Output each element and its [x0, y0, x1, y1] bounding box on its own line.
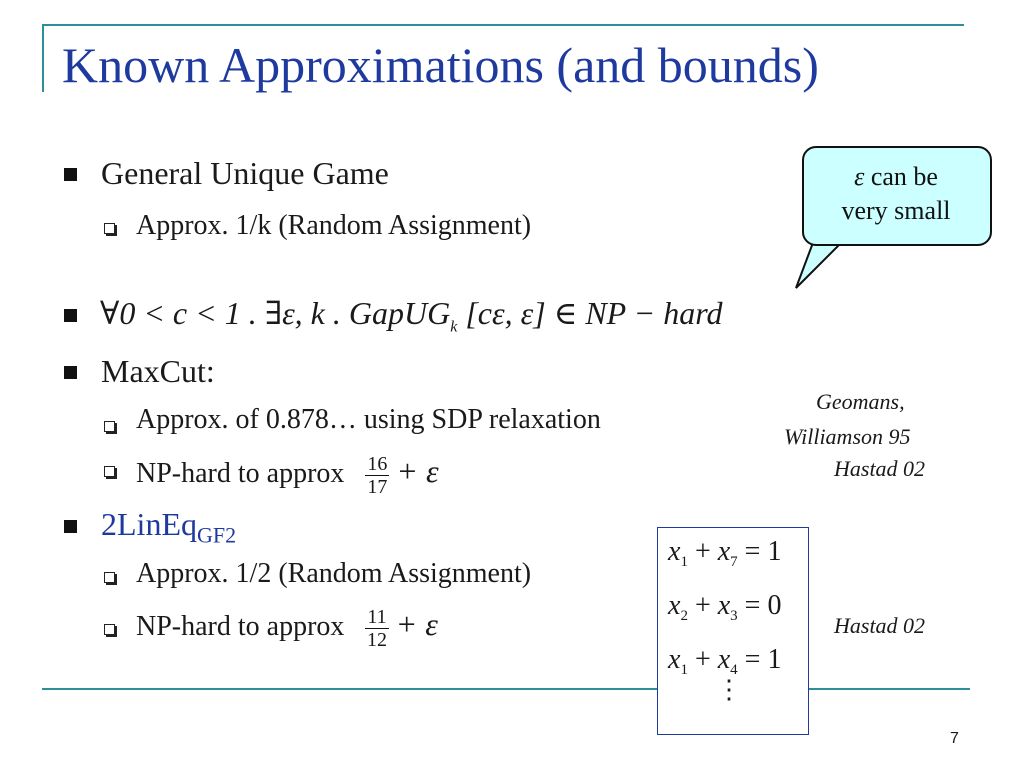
- fraction-11-12: 11 12: [365, 606, 389, 651]
- fraction-denominator: 12: [367, 629, 388, 651]
- callout-bubble: [802, 146, 992, 246]
- fraction-denominator: 17: [367, 476, 388, 498]
- fraction-16-17: 16 17: [365, 453, 390, 498]
- left-rule: [42, 24, 44, 92]
- sub-bullet-lineq-approx: Approx. 1/2 (Random Assignment): [136, 558, 532, 589]
- lineq-hard-text: NP-hard to approx: [136, 610, 345, 642]
- equation-row: x1 + x4 = 1: [668, 644, 782, 678]
- formula-subscript: k: [450, 318, 458, 336]
- bullet-marker: [64, 520, 77, 533]
- formula-head: ∀0 < c < 1 . ∃ε, k . GapUG: [100, 295, 451, 331]
- page-number: 7: [950, 730, 959, 747]
- eq-sub: 3: [730, 608, 738, 624]
- plus-epsilon: + ε: [395, 605, 438, 642]
- citation-hastad-maxcut: Hastad 02: [834, 456, 926, 481]
- eq-var: x: [717, 536, 731, 567]
- equation-row: x2 + x3 = 0: [668, 590, 782, 624]
- formula-tail: [cε, ε] ∈ NP − hard: [457, 295, 723, 331]
- citation-williamson-95: Williamson 95: [784, 424, 911, 449]
- sub-bullet-maxcut-sdp: Approx. of 0.878… using SDP relaxation: [136, 404, 601, 435]
- slide-title: Known Approximations (and bounds): [62, 37, 819, 93]
- bottom-rule: [42, 688, 970, 690]
- sub-bullet-lineq-hard: NP-hard to approx 11 12 + ε: [136, 607, 438, 650]
- bullet-general-unique-game: General Unique Game: [101, 155, 389, 191]
- eq-sub: 2: [680, 608, 688, 624]
- sub-bullet-marker: [104, 421, 115, 432]
- epsilon-symbol: ε: [854, 162, 865, 191]
- eq-rhs: 0: [767, 590, 782, 621]
- bullet-marker: [64, 168, 77, 181]
- top-rule: [42, 24, 964, 26]
- sub-bullet-maxcut-hard: NP-hard to approx 16 17 + ε: [136, 454, 439, 497]
- bullet-marker: [64, 309, 77, 322]
- eq-sub: 1: [680, 662, 688, 678]
- bullet-2lineq: 2LinEqGF2: [101, 508, 236, 546]
- sub-bullet-ug-approx: Approx. 1/k (Random Assignment): [136, 210, 532, 241]
- vertical-ellipsis: ⋮: [716, 677, 742, 703]
- eq-rhs: 1: [767, 644, 782, 675]
- eq-var: x: [668, 536, 681, 567]
- callout-line2: very small: [841, 196, 951, 225]
- maxcut-hard-text: NP-hard to approx: [136, 457, 345, 489]
- sub-bullet-marker: [104, 466, 115, 477]
- eq-var: x: [717, 590, 731, 621]
- lineq-label: 2LinEq: [101, 506, 197, 542]
- bullet-marker: [64, 366, 77, 379]
- callout-line1: can be: [864, 162, 938, 191]
- sub-bullet-marker: [104, 572, 115, 583]
- lineq-subscript: GF2: [196, 522, 237, 548]
- gapug-formula: ∀0 < c < 1 . ∃ε, k . GapUGk [cε, ε] ∈ NP…: [100, 297, 723, 335]
- bullet-maxcut: MaxCut:: [101, 353, 215, 389]
- eq-sub: 7: [730, 554, 738, 570]
- eq-sub: 4: [730, 662, 738, 678]
- plus-epsilon: + ε: [396, 452, 439, 489]
- eq-var: x: [668, 590, 681, 621]
- fraction-numerator: 16: [365, 453, 390, 476]
- eq-sub: 1: [680, 554, 688, 570]
- callout-text: ε can be very small: [802, 160, 990, 228]
- fraction-numerator: 11: [365, 606, 389, 629]
- equation-row: x1 + x7 = 1: [668, 536, 782, 570]
- equations-box: [657, 527, 809, 735]
- eq-var: x: [717, 644, 731, 675]
- sub-bullet-marker: [104, 624, 115, 635]
- eq-var: x: [668, 644, 681, 675]
- eq-rhs: 1: [767, 536, 782, 567]
- citation-geomans: Geomans,: [816, 389, 905, 414]
- sub-bullet-marker: [104, 223, 115, 234]
- citation-hastad-lineq: Hastad 02: [834, 613, 926, 638]
